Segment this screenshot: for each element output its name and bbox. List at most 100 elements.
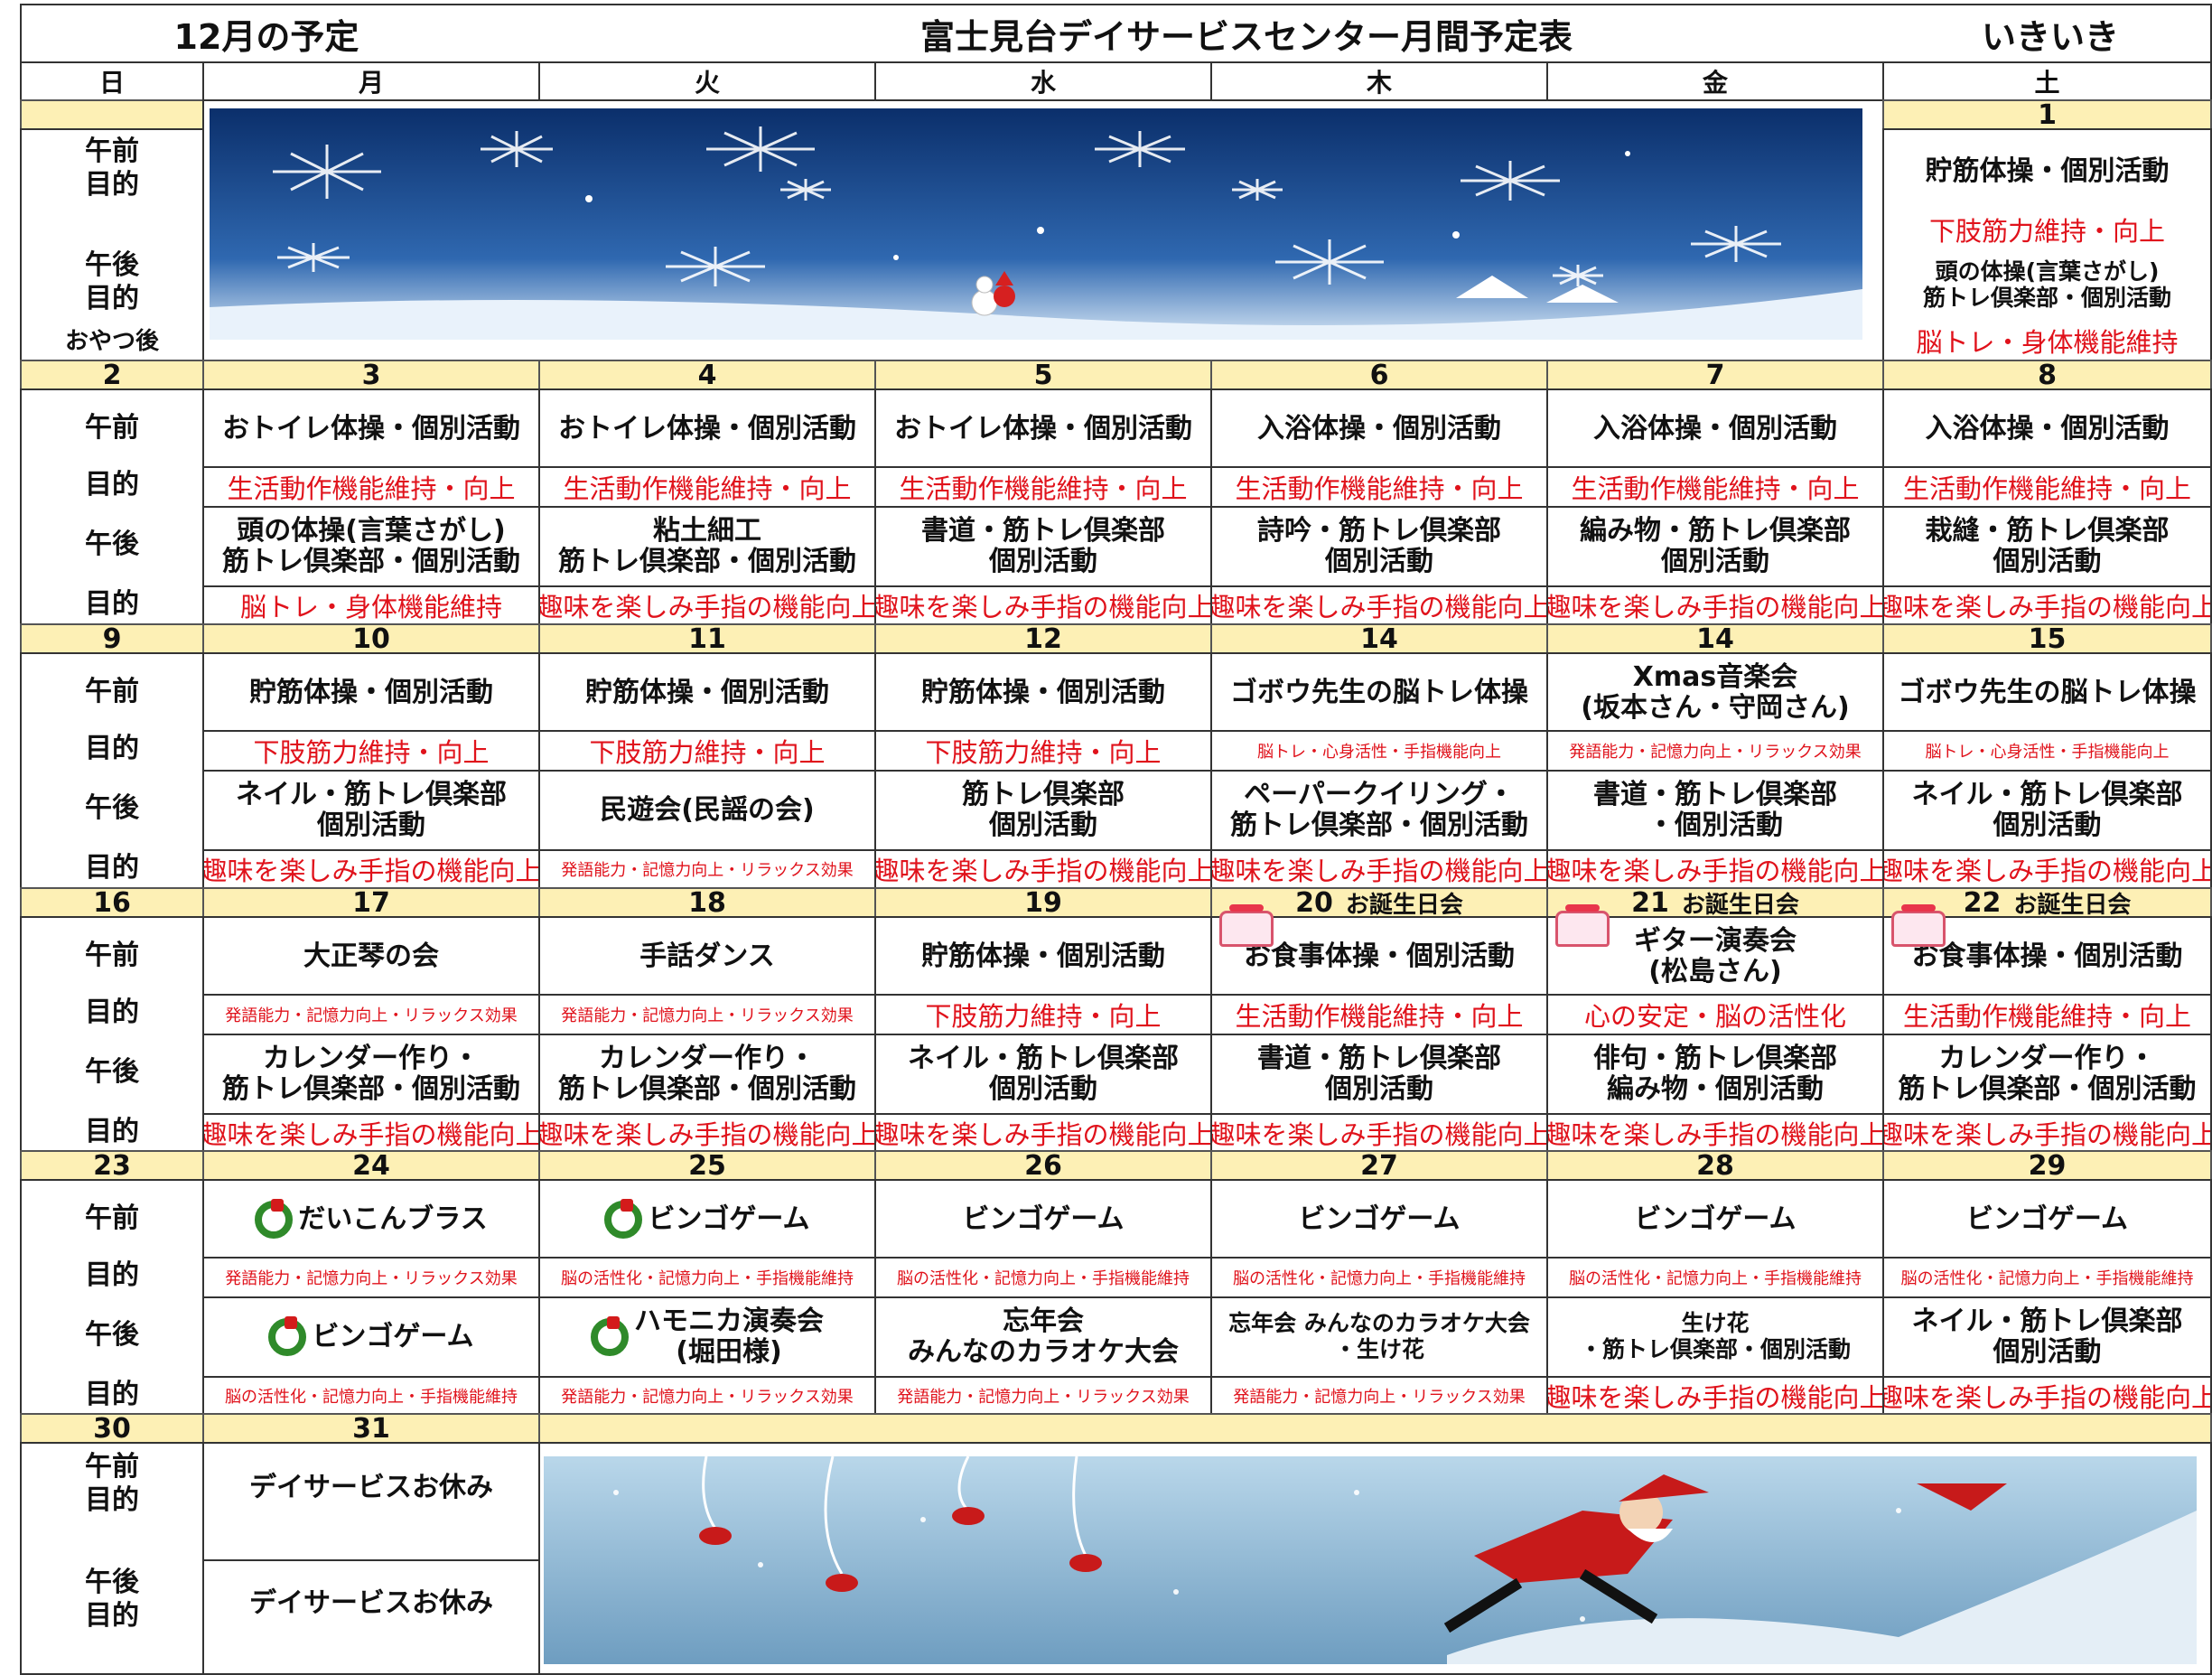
- date-cell-sun: 9: [20, 623, 204, 654]
- date-cell-sat: 8: [1882, 360, 2212, 390]
- activity-pm-text: 忘年会 みんなのカラオケ大会: [908, 1305, 1179, 1368]
- activity-pm-text: 編み物・筋トレ倶楽部 個別活動: [1580, 514, 1851, 577]
- activity-purpose: 脳の活性化・記憶力向上・手指機能維持: [1569, 1269, 1862, 1288]
- date-cell-wed: 19: [874, 887, 1212, 918]
- activity-purpose: 趣味を楽しみ手指の機能向上: [1548, 856, 1882, 886]
- birthday-cake-icon: [1219, 904, 1274, 947]
- date-number: 11: [688, 623, 726, 654]
- date-number: 21: [1631, 887, 1669, 918]
- activity-purpose: 脳の活性化・記憶力向上・手指機能維持: [1233, 1269, 1526, 1288]
- header-left-title: 12月の予定: [173, 16, 359, 57]
- activity-am-text: 手話ダンス: [639, 940, 775, 972]
- closed-notice-am: デイサービスお休み: [249, 1471, 493, 1503]
- activity-am-text: 入浴体操・個別活動: [1593, 412, 1837, 444]
- activity-purpose: 下肢筋力維持・向上: [925, 1001, 1162, 1032]
- date-number: 6: [1369, 360, 1389, 390]
- activity-purpose: 脳の活性化・記憶力向上・手指機能維持: [561, 1269, 854, 1288]
- activity-am: Xmas音楽会 (坂本さん・守岡さん): [1548, 656, 1882, 730]
- date-number: 15: [2028, 623, 2067, 654]
- activity-pm: ハモニカ演奏会 (堀田様): [540, 1298, 874, 1376]
- activity-pm-text: 生け花 ・筋トレ倶楽部・個別活動: [1579, 1310, 1851, 1362]
- date-number: 10: [352, 623, 390, 654]
- activity-purpose: 趣味を楽しみ手指の機能向上: [540, 1119, 874, 1150]
- label-purpose: 目的: [85, 733, 139, 765]
- label-pm: 午後: [85, 1566, 139, 1598]
- activity-pm-text: 書道・筋トレ倶楽部 個別活動: [1257, 1042, 1501, 1105]
- date-cell-sun: 16: [20, 887, 204, 918]
- activity-purpose: 生活動作機能維持・向上: [1902, 473, 2191, 504]
- activity-pm: ネイル・筋トレ倶楽部 個別活動: [1884, 772, 2210, 849]
- label-purpose: 目的: [85, 1484, 139, 1516]
- header-right-title: いきいき: [1981, 16, 2119, 57]
- activity-purpose: 趣味を楽しみ手指の機能向上: [204, 1119, 538, 1150]
- activity-purpose: 趣味を楽しみ手指の機能向上: [1548, 1119, 1882, 1150]
- activity-am-text: 入浴体操・個別活動: [1257, 412, 1501, 444]
- activity-purpose: 下肢筋力維持・向上: [1928, 216, 2165, 247]
- label-purpose: 目的: [85, 997, 139, 1029]
- label-purpose: 目的: [85, 1600, 139, 1632]
- activity-am-text: おトイレ体操・個別活動: [558, 412, 856, 444]
- activity-purpose: 趣味を楽しみ手指の機能向上: [1212, 1119, 1546, 1150]
- label-pm: 午後: [85, 1056, 139, 1089]
- activity-purpose: 下肢筋力維持・向上: [925, 737, 1162, 768]
- activity-am: ビンゴゲーム: [876, 1183, 1210, 1257]
- activity-pm-text: ネイル・筋トレ倶楽部 個別活動: [1911, 778, 2183, 841]
- activity-purpose: 脳の活性化・記憶力向上・手指機能維持: [1900, 1269, 2194, 1288]
- label-am: 午前: [85, 676, 139, 708]
- activity-purpose: 脳トレ・心身活性・手指機能向上: [1925, 743, 2170, 762]
- activity-am-text: おトイレ体操・個別活動: [894, 412, 1192, 444]
- date-cell-mon: 10: [202, 623, 540, 654]
- activity-purpose: 脳トレ・身体機能維持: [239, 592, 502, 622]
- weekday-fri: 金: [1546, 61, 1884, 101]
- activity-pm: 粘土細工 筋トレ倶楽部・個別活動: [540, 508, 874, 585]
- christmas-wreath-icon: [604, 1199, 643, 1239]
- activity-pm: カレンダー作り・ 筋トレ倶楽部・個別活動: [204, 1035, 538, 1113]
- activity-am-text: お食事体操・個別活動: [1244, 940, 1515, 972]
- activity-pm-text: 頭の体操(言葉さがし) 筋トレ倶楽部・個別活動: [222, 514, 520, 577]
- date-number: 29: [2028, 1150, 2067, 1181]
- page-title: 富士見台デイサービスセンター月間予定表: [919, 16, 1573, 57]
- activity-pm: 生け花 ・筋トレ倶楽部・個別活動: [1548, 1298, 1882, 1376]
- activity-am: 貯筋体操・個別活動: [540, 656, 874, 730]
- date-cell-thu: 14: [1210, 623, 1548, 654]
- date-cell-sat-1: 1: [1882, 99, 2212, 130]
- activity-am: ゴボウ先生の脳トレ体操: [1884, 656, 2210, 730]
- activity-purpose: 発語能力・記憶力向上・リラックス効果: [561, 861, 854, 880]
- date-cell-fri: 7: [1546, 360, 1884, 390]
- activity-pm-text: カレンダー作り・ 筋トレ倶楽部・個別活動: [1898, 1042, 2197, 1105]
- activity-pm: ビンゴゲーム: [204, 1298, 538, 1376]
- activity-pm: 俳句・筋トレ倶楽部 編み物・個別活動: [1548, 1035, 1882, 1113]
- label-purpose: 目的: [85, 588, 139, 621]
- activity-purpose: 脳の活性化・記憶力向上・手指機能維持: [225, 1388, 518, 1407]
- activity-am: お食事体操・個別活動: [1212, 920, 1546, 994]
- label-am: 午前: [85, 940, 139, 972]
- activity-purpose: 生活動作機能維持・向上: [227, 473, 516, 504]
- label-pm: 午後: [85, 248, 139, 281]
- activity-purpose: 発語能力・記憶力向上・リラックス効果: [897, 1388, 1190, 1407]
- activity-am-text: ギター演奏会 (松島さん): [1634, 924, 1797, 987]
- activity-pm: ネイル・筋トレ倶楽部 個別活動: [876, 1035, 1210, 1113]
- weekday-mon: 月: [202, 61, 540, 101]
- activity-pm-text: ネイル・筋トレ倶楽部 個別活動: [908, 1042, 1179, 1105]
- activity-am-text: ビンゴゲーム: [1634, 1202, 1797, 1235]
- date-number: 14: [1696, 623, 1734, 654]
- activity-purpose: 趣味を楽しみ手指の機能向上: [540, 592, 874, 622]
- date-cell-tue: 11: [538, 623, 876, 654]
- activity-pm-text: ネイル・筋トレ倶楽部 個別活動: [1911, 1305, 2183, 1368]
- date-number: 19: [1024, 887, 1062, 918]
- activity-am-text: おトイレ体操・個別活動: [222, 412, 520, 444]
- date-cell-mon: 3: [202, 360, 540, 390]
- label-am-week1: 午前 目的: [20, 132, 204, 204]
- label-purpose: 目的: [85, 1379, 139, 1411]
- activity-pm-text: 俳句・筋トレ倶楽部 編み物・個別活動: [1593, 1042, 1837, 1105]
- activity-pm: 書道・筋トレ倶楽部 個別活動: [1212, 1035, 1546, 1113]
- activity-am: 入浴体操・個別活動: [1212, 392, 1546, 466]
- activity-purpose: 下肢筋力維持・向上: [253, 737, 490, 768]
- row-divider: [202, 1559, 540, 1561]
- activity-am: 手話ダンス: [540, 920, 874, 994]
- activity-purpose: 発語能力・記憶力向上・リラックス効果: [1233, 1388, 1526, 1407]
- activity-pm: 頭の体操(言葉さがし) 筋トレ倶楽部・個別活動: [204, 508, 538, 585]
- activity-pm-text: ペーパークイリング・ 筋トレ倶楽部・個別活動: [1230, 778, 1528, 841]
- activity-pm-text: 書道・筋トレ倶楽部 個別活動: [921, 514, 1165, 577]
